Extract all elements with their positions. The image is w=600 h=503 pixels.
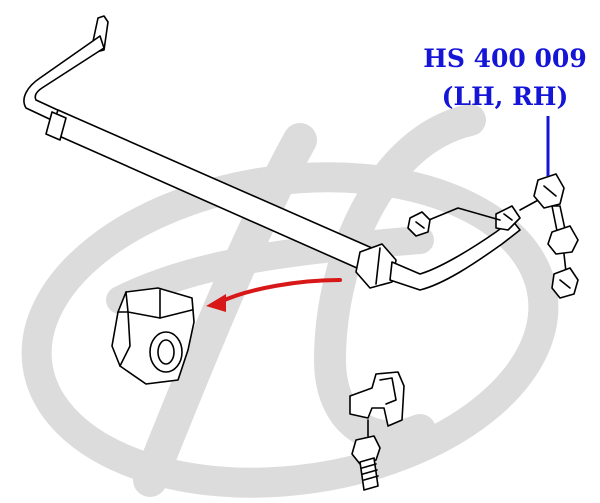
watermark-letter-s <box>313 104 486 453</box>
watermark-ring <box>21 162 559 498</box>
bar-center-bushing-seam <box>375 247 381 285</box>
red-arrow <box>206 278 342 312</box>
bushing-top-edge <box>125 291 193 319</box>
bar-left-arm <box>23 35 105 125</box>
arm-bracket-outline <box>423 207 501 223</box>
stabilizer-bar <box>23 15 521 291</box>
mounting-bracket <box>349 371 405 491</box>
stabilizer-link <box>519 173 579 299</box>
callout-part-number: HS 400 009 <box>423 44 587 73</box>
callout-side-designation: (LH, RH) <box>441 82 569 111</box>
watermark-logo <box>21 104 559 498</box>
bar-left-collar <box>45 111 67 141</box>
arm-nut-face <box>415 221 425 229</box>
bushing-bore-inner <box>157 339 175 365</box>
bracket-bolt-thread <box>361 463 379 481</box>
bracket-bolt-head <box>351 435 381 465</box>
watermark-letter-h-bar <box>106 226 434 314</box>
bushing-bore <box>149 331 183 373</box>
link-lower-ball-joint <box>547 225 579 255</box>
bracket-bolt-shank <box>359 457 379 491</box>
bracket-clamp <box>349 371 405 427</box>
bushing-body <box>111 287 195 385</box>
bar-center-bushing <box>355 243 397 289</box>
bushing-side-face <box>117 311 131 367</box>
exploded-bushing <box>111 287 195 385</box>
bracket-clamp-inner <box>379 377 397 405</box>
bar-end-eye-hole <box>503 213 513 221</box>
link-lower-nut-face <box>559 279 571 289</box>
link-upper-ball-detail <box>543 185 557 197</box>
